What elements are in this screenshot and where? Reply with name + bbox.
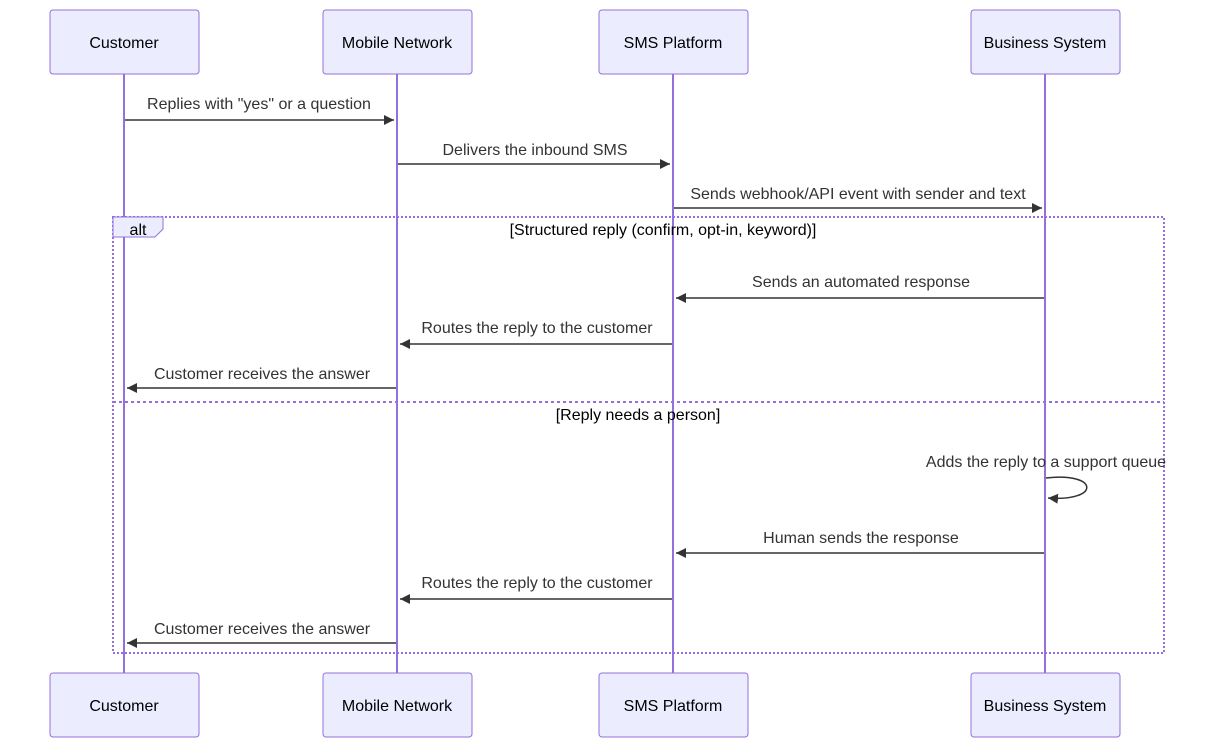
actor-label: SMS Platform (624, 698, 723, 715)
actor-label: Business System (984, 698, 1107, 715)
message-label: Customer receives the answer (154, 621, 371, 638)
message-label: Replies with "yes" or a question (147, 96, 371, 113)
actor-label: Mobile Network (342, 35, 453, 52)
actor-label: SMS Platform (624, 35, 723, 52)
actor-customer-top[interactable]: Customer (49, 9, 200, 75)
actor-label: Business System (984, 35, 1107, 52)
message-label: Adds the reply to a support queue (926, 454, 1166, 471)
actor-label: Customer (89, 35, 159, 52)
actor-sms-platform-top[interactable]: SMS Platform (598, 9, 749, 75)
actor-business-system-bottom[interactable]: Business System (970, 672, 1121, 738)
alt-condition-1: [Structured reply (confirm, opt-in, keyw… (510, 222, 817, 239)
alt-frame: alt [Structured reply (confirm, opt-in, … (112, 216, 1165, 654)
messages: Replies with "yes" or a question Deliver… (125, 96, 1166, 648)
actor-customer-bottom[interactable]: Customer (49, 672, 200, 738)
actor-mobile-network-top[interactable]: Mobile Network (322, 9, 473, 75)
bottom-actors: Customer Mobile Network SMS Platform Bus… (49, 672, 1121, 738)
alt-condition-2: [Reply needs a person] (556, 407, 721, 424)
message-label: Sends webhook/API event with sender and … (690, 186, 1026, 203)
alt-frame-label-box (112, 216, 164, 238)
actor-mobile-network-bottom[interactable]: Mobile Network (322, 672, 473, 738)
alt-frame-border (112, 216, 1165, 654)
message-label: Routes the reply to the customer (421, 320, 653, 337)
alt-frame-label: alt (130, 222, 147, 239)
actor-label: Customer (89, 698, 159, 715)
actor-label: Mobile Network (342, 698, 453, 715)
message-label: Sends an automated response (752, 274, 970, 291)
top-actors: Customer Mobile Network SMS Platform Bus… (49, 9, 1121, 75)
message-label: Human sends the response (763, 530, 959, 547)
message-label: Customer receives the answer (154, 366, 371, 383)
actor-business-system-top[interactable]: Business System (970, 9, 1121, 75)
message-label: Delivers the inbound SMS (443, 142, 628, 159)
message-label: Routes the reply to the customer (421, 575, 653, 592)
self-loop-arrow (1045, 476, 1088, 504)
lifelines (123, 74, 1046, 673)
actor-sms-platform-bottom[interactable]: SMS Platform (598, 672, 749, 738)
